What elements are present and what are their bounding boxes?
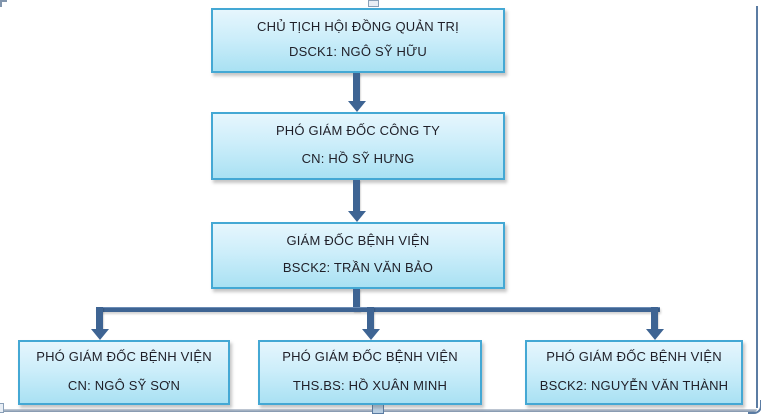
canvas-corner-bottom-right bbox=[748, 400, 761, 414]
node-hospital-deputy-1[interactable]: PHÓ GIÁM ĐỐC BỆNH VIỆN CN: NGÔ SỸ SƠN bbox=[18, 340, 230, 405]
node-person: DSCK1: NGÔ SỸ HỮU bbox=[288, 43, 428, 59]
node-title: PHÓ GIÁM ĐỐC BỆNH VIỆN bbox=[546, 349, 722, 364]
node-title: PHÓ GIÁM ĐỐC BỆNH VIỆN bbox=[282, 349, 458, 364]
node-person: BSCK2: TRẦN VĂN BẢO bbox=[282, 259, 434, 275]
canvas-frame-right-edge bbox=[756, 6, 758, 408]
node-company-deputy-director[interactable]: PHÓ GIÁM ĐỐC CÔNG TY CN: HỒ SỸ HƯNG bbox=[211, 112, 505, 180]
branch-right-drop-shaft[interactable] bbox=[651, 307, 658, 330]
node-person: BSCK2: NGUYỄN VĂN THÀNH bbox=[539, 377, 729, 393]
connector-2-arrowhead-icon bbox=[348, 211, 366, 222]
branch-left-arrowhead-icon bbox=[91, 329, 109, 340]
node-person: THS.BS: HỒ XUÂN MINH bbox=[292, 377, 448, 393]
canvas-corner-top-left bbox=[0, 0, 7, 7]
node-hospital-director[interactable]: GIÁM ĐỐC BỆNH VIỆN BSCK2: TRẦN VĂN BẢO bbox=[211, 222, 505, 289]
node-title: CHỦ TỊCH HỘI ĐỒNG QUẢN TRỊ bbox=[257, 19, 459, 34]
node-title: GIÁM ĐỐC BỆNH VIỆN bbox=[286, 233, 430, 248]
resize-handle-top-center[interactable] bbox=[368, 0, 379, 7]
branch-stem-shaft[interactable] bbox=[353, 289, 360, 312]
node-hospital-deputy-3[interactable]: PHÓ GIÁM ĐỐC BỆNH VIỆN BSCK2: NGUYỄN VĂN… bbox=[525, 340, 743, 405]
node-title: PHÓ GIÁM ĐỐC CÔNG TY bbox=[275, 123, 441, 138]
node-board-chairman[interactable]: CHỦ TỊCH HỘI ĐỒNG QUẢN TRỊ DSCK1: NGÔ SỸ… bbox=[211, 8, 505, 73]
connector-2-shaft[interactable] bbox=[353, 180, 360, 212]
branch-right-arrowhead-icon bbox=[646, 329, 664, 340]
branch-left-drop-shaft[interactable] bbox=[96, 307, 103, 330]
node-title: PHÓ GIÁM ĐỐC BỆNH VIỆN bbox=[36, 349, 212, 364]
branch-center-arrowhead-icon bbox=[362, 329, 380, 340]
resize-handle-bottom-left[interactable] bbox=[0, 403, 4, 413]
branch-center-drop-shaft[interactable] bbox=[367, 307, 374, 330]
node-hospital-deputy-2[interactable]: PHÓ GIÁM ĐỐC BỆNH VIỆN THS.BS: HỒ XUÂN M… bbox=[258, 340, 482, 405]
node-person: CN: HỒ SỸ HƯNG bbox=[301, 150, 415, 166]
branch-horizontal-shaft[interactable] bbox=[96, 307, 660, 312]
connector-1-shaft[interactable] bbox=[353, 73, 360, 102]
connector-1-arrowhead-icon bbox=[348, 101, 366, 112]
node-person: CN: NGÔ SỸ SƠN bbox=[67, 377, 181, 393]
